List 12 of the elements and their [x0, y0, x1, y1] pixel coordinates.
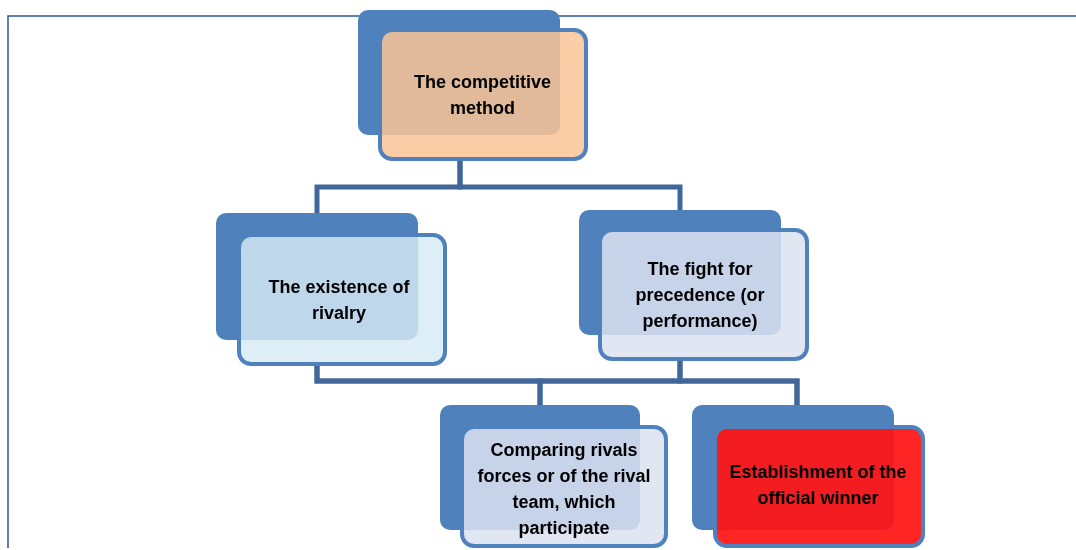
- stacked-box: [579, 210, 809, 361]
- box-label: The existence of rivalry: [267, 276, 411, 325]
- connector-line: [457, 161, 683, 210]
- stacked-box: [358, 10, 588, 161]
- connector-line: [677, 361, 800, 405]
- box-label: The competitive method: [413, 71, 552, 120]
- box-label: Establishment of the official winner: [728, 461, 908, 510]
- stacked-box: [440, 405, 668, 548]
- box-label: The fight for precedence (or performance): [634, 258, 766, 333]
- stacked-box: [692, 405, 925, 548]
- stacked-box: [216, 213, 447, 366]
- box-label: Comparing rivals forces or of the rival team, which participate: [476, 439, 652, 540]
